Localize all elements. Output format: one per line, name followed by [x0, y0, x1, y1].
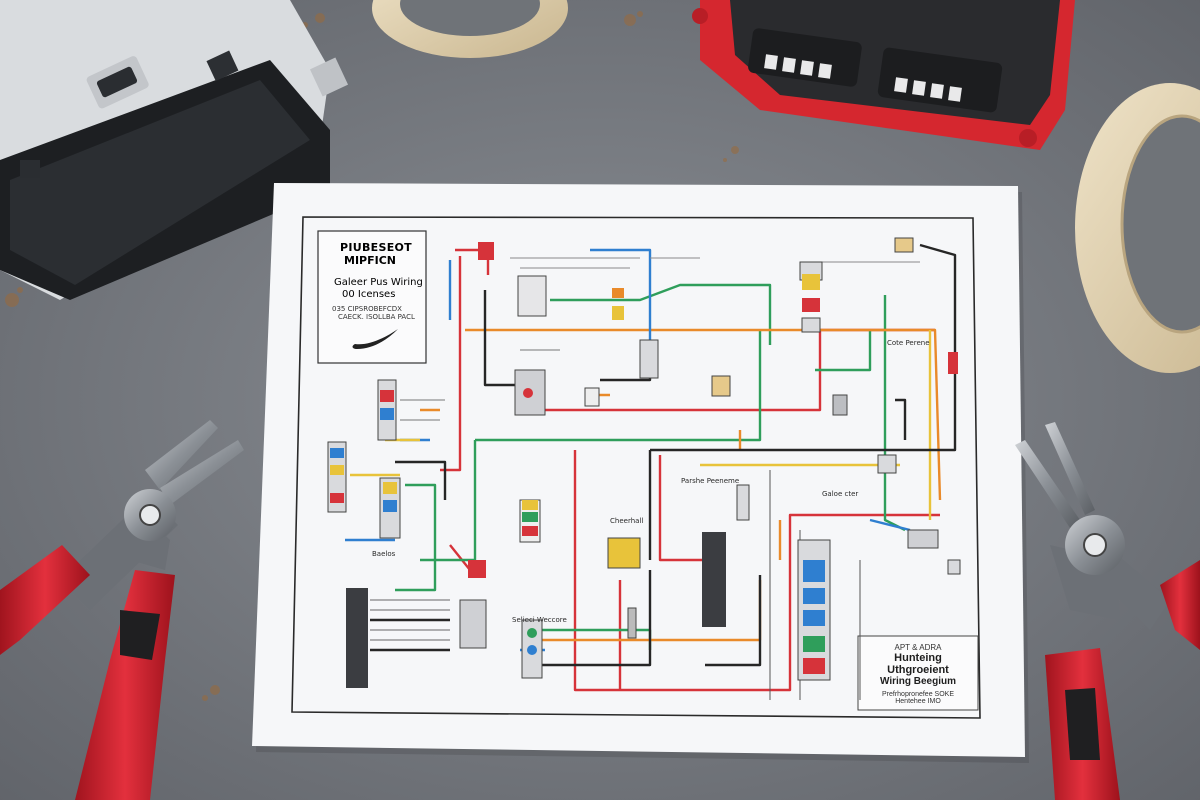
wire-harness	[328, 243, 957, 700]
tape-roll-top	[372, 0, 568, 58]
pliers-left	[0, 420, 244, 800]
tape-roll-right	[1075, 83, 1200, 373]
footer-block-frame	[857, 635, 979, 711]
component-label: Baelos	[372, 550, 396, 558]
footer-block: APT & ADRA Hunteing Uthgroeient Wiring B…	[862, 643, 974, 705]
rust-spots	[5, 11, 739, 701]
component-label: Galoe cter	[822, 490, 859, 498]
component-label: Selieci Weccore	[512, 616, 567, 624]
title-block-frame	[317, 230, 427, 364]
footer-line-1: APT & ADRA	[894, 643, 942, 652]
footer-line-3: Wiring Beegium	[879, 676, 957, 687]
footer-line-2: Hunteing Uthgroeient	[887, 652, 949, 676]
component-label: Cheerhall	[610, 517, 644, 525]
brand-swoosh-icon	[352, 329, 398, 349]
title-line-4: 00 Icenses	[342, 288, 396, 300]
component-label: Cote Perene	[887, 339, 930, 347]
electronic-module-device	[0, 0, 349, 300]
pliers-right	[1015, 422, 1200, 800]
title-line-1: PIUBESEOT	[340, 241, 412, 254]
title-line-5: 035 CIPSROBEFCDX	[332, 305, 402, 314]
red-connector-block	[692, 0, 1075, 150]
title-line-2: MIPFICN	[344, 253, 396, 267]
title-line-6: CAECK. ISOLLBA PACL	[338, 313, 415, 322]
diagram-components	[327, 237, 961, 688]
component-label: Parshe Peeneme	[681, 477, 740, 485]
title-line-3: Galeer Pus Wiring	[334, 277, 423, 289]
title-block: PIUBESEOT MIPFICN Galeer Pus Wiring 00 I…	[326, 236, 424, 360]
footer-line-5: Hentehee IMO	[895, 698, 941, 705]
wiring-diagram-sheet	[252, 183, 1029, 763]
footer-line-4: Prefrhopronefee SOKE	[882, 691, 954, 698]
